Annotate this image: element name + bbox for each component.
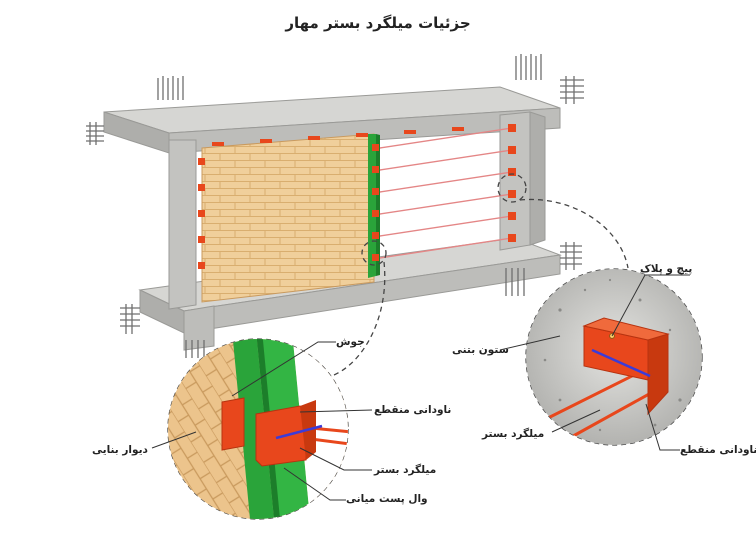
page-title: جزئیات میلگرد بستر مهار [285,14,471,32]
label-intermediate-wall-post: وال پست میانی [346,493,428,505]
label-concrete-column: ستون بتنی [452,344,509,356]
label-weld: جوش [336,336,365,348]
label-intermittent-channel-right: ناودانی منقطع [680,444,756,456]
rebar-stubs [86,54,584,358]
detail-right [526,269,702,445]
bed-rebars [379,127,513,259]
label-intermittent-channel-left: ناودانی منقطع [374,404,452,416]
label-bolt-and-plate: پیچ و پلاک [640,263,693,275]
label-bed-rebar-right: میلگرد بستر [482,428,545,440]
detail-left [168,339,348,519]
channel-clips [198,124,516,269]
leader-lines [151,274,690,501]
label-bed-rebar-left: میلگرد بستر [374,464,437,476]
label-masonry-wall: دیوار بنایی [92,444,148,456]
masonry-wall-built [201,133,375,303]
